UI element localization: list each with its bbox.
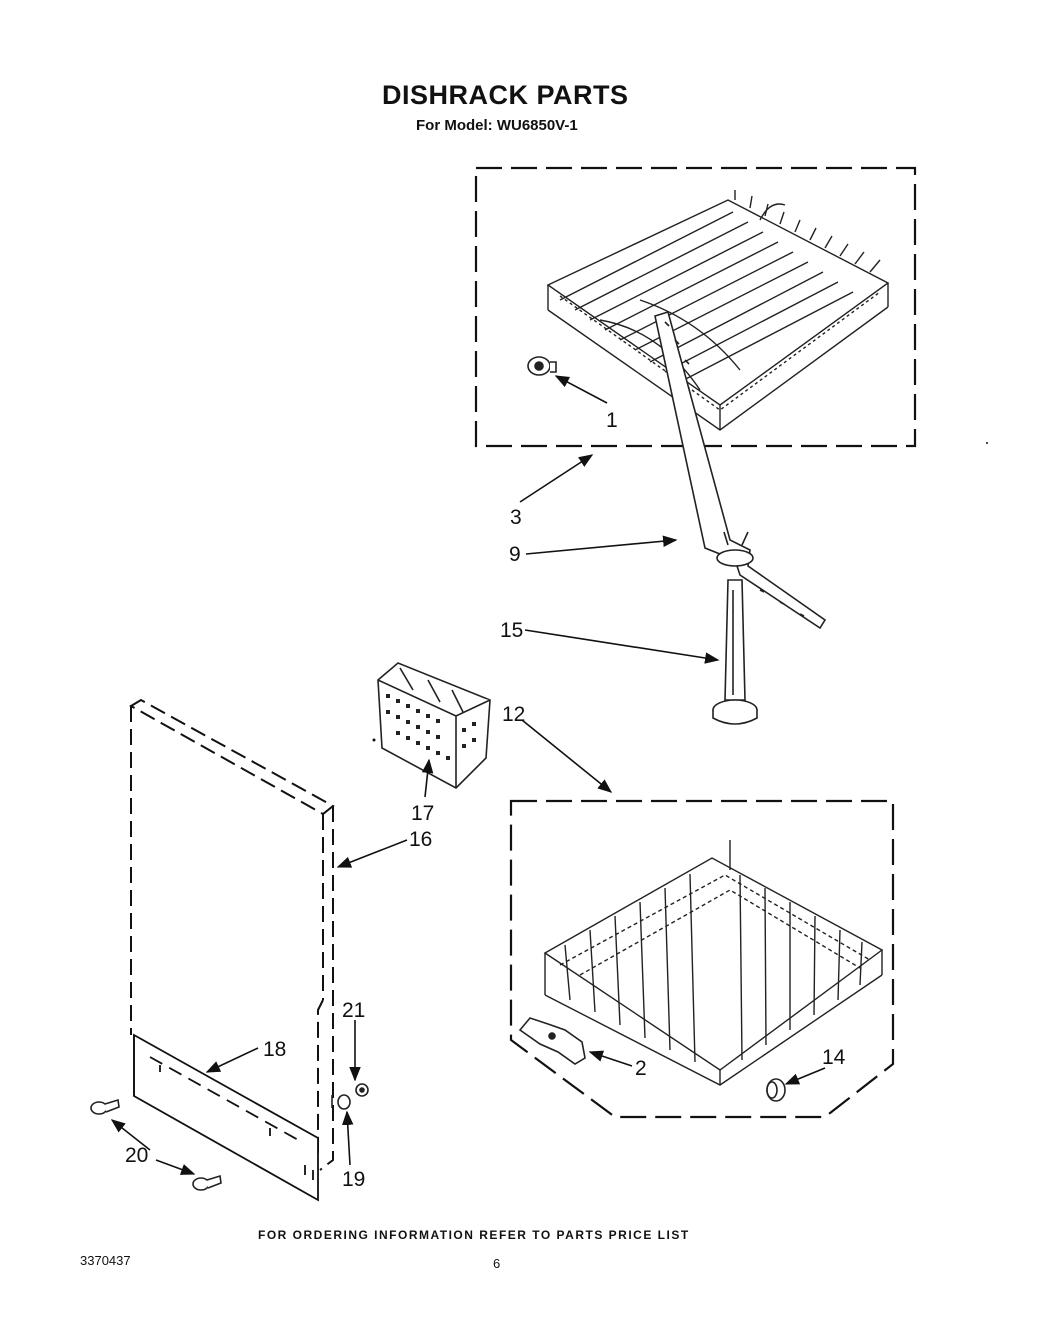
document-number: 3370437 (80, 1253, 131, 1268)
stray-mark (372, 738, 376, 742)
callout-15: 15 (500, 619, 523, 642)
callout-18: 18 (263, 1038, 286, 1061)
lower-dishrack (543, 840, 884, 1086)
silverware-basket (377, 662, 491, 789)
rack-clip-part (518, 1017, 586, 1065)
door-trim-panel (133, 1033, 319, 1202)
callout-16: 16 (409, 828, 432, 851)
spray-arm (654, 310, 827, 630)
page-title: DISHRACK PARTS (382, 80, 629, 110)
callout-3: 3 (510, 506, 522, 529)
model-line: For Model: WU6850V-1 (416, 117, 578, 134)
callout-21: 21 (342, 999, 365, 1022)
callout-14: 14 (822, 1046, 846, 1069)
lower-wheel-part (766, 1078, 786, 1102)
ordering-note: FOR ORDERING INFORMATION REFER TO PARTS … (258, 1228, 690, 1242)
spray-tube (712, 579, 758, 725)
upper-dishrack (546, 190, 890, 431)
callout-labels: 1 3 9 15 12 17 16 21 18 20 19 2 14 (125, 409, 846, 1191)
callout-1: 1 (606, 409, 618, 432)
callout-17: 17 (411, 802, 434, 825)
lower-rack-enclosure (509, 799, 895, 1119)
rack-wheel-part (527, 356, 557, 376)
hinge-parts (331, 1083, 369, 1110)
callout-2: 2 (635, 1057, 647, 1080)
leader-lines (110, 375, 826, 1175)
screw-parts (90, 1098, 222, 1191)
callout-12: 12 (502, 703, 525, 726)
callout-19: 19 (342, 1168, 365, 1191)
callout-20: 20 (125, 1144, 148, 1167)
page-number: 6 (493, 1256, 501, 1271)
stray-mark (986, 442, 988, 444)
callout-9: 9 (509, 543, 521, 566)
upper-rack-enclosure (474, 166, 917, 448)
door-panel-outline (129, 698, 335, 1171)
